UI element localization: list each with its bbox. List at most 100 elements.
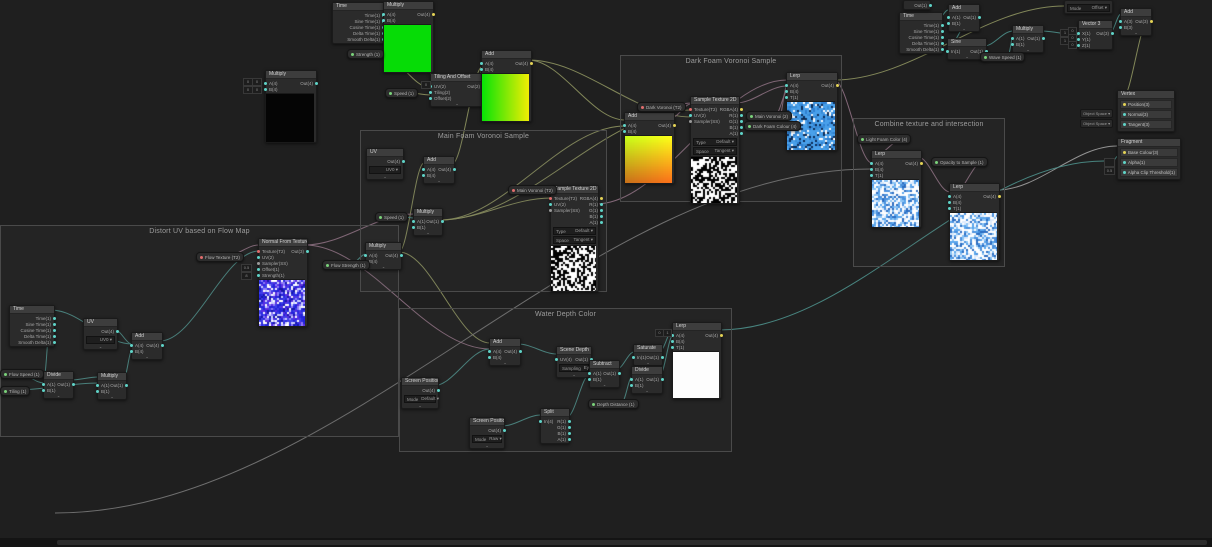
input-port[interactable]: B(3) <box>1119 24 1133 30</box>
stack-socket-dot[interactable] <box>1123 161 1126 164</box>
input-socket-dot[interactable] <box>623 123 626 127</box>
expand-chevron-icon[interactable]: ⌄ <box>110 394 114 399</box>
output-socket-dot[interactable] <box>441 219 444 223</box>
input-socket-dot[interactable] <box>257 249 260 253</box>
output-port[interactable]: Out(4) <box>905 160 923 166</box>
stack-port[interactable]: Base Colour(3) <box>1120 148 1178 157</box>
output-port[interactable]: Delta Time(1) <box>18 333 56 339</box>
output-socket-dot[interactable] <box>315 81 318 85</box>
input-port[interactable]: A(3) <box>1119 18 1133 24</box>
output-socket-dot[interactable] <box>740 125 744 129</box>
property-socket-dot[interactable] <box>861 137 864 141</box>
wire[interactable] <box>983 30 1014 47</box>
expand-chevron-icon[interactable]: ⌄ <box>572 372 576 377</box>
input-port[interactable]: B(1) <box>42 387 56 393</box>
output-port[interactable]: B(1) <box>580 213 604 219</box>
input-socket-dot[interactable] <box>257 267 260 271</box>
input-port[interactable]: A(4) <box>382 11 396 17</box>
output-port[interactable]: G(1) <box>720 118 744 124</box>
property-socket-dot[interactable] <box>351 52 354 56</box>
input-socket-dot[interactable] <box>948 200 951 204</box>
property-pill-depth-distance[interactable]: Depth Distance (1) <box>588 399 639 409</box>
output-port[interactable]: R(1) <box>580 201 604 207</box>
output-socket-dot[interactable] <box>1111 31 1114 35</box>
input-socket-dot[interactable] <box>1011 42 1014 46</box>
node-title[interactable]: Add <box>482 51 531 59</box>
output-port[interactable]: RGBA(4) <box>580 195 604 201</box>
output-socket-dot[interactable] <box>453 167 456 171</box>
input-port[interactable]: B(1) <box>1011 41 1025 47</box>
output-port[interactable]: Smooth Delta(1) <box>347 36 385 42</box>
output-port[interactable]: A(1) <box>580 219 604 225</box>
output-socket-dot[interactable] <box>53 334 56 338</box>
input-socket-dot[interactable] <box>549 208 552 212</box>
output-port[interactable]: RGBA(4) <box>720 106 744 112</box>
output-port[interactable]: Out(1) <box>1027 35 1045 41</box>
output-socket-dot[interactable] <box>306 249 309 253</box>
output-socket-dot[interactable] <box>978 15 981 19</box>
input-socket-dot[interactable] <box>870 167 873 171</box>
output-socket-dot[interactable] <box>740 113 744 117</box>
input-socket-dot[interactable] <box>689 119 692 123</box>
stack-socket-dot[interactable] <box>1123 171 1126 174</box>
input-port[interactable]: B(4) <box>488 354 502 360</box>
property-pill-light-foam-color[interactable]: Light Foam Color (4) <box>857 134 912 144</box>
input-port[interactable]: Z(1) <box>1077 42 1091 48</box>
input-socket-dot[interactable] <box>264 81 267 85</box>
property-pill-opacity-sample[interactable]: Opacity to Sample (1) <box>931 157 988 167</box>
property-socket-dot[interactable] <box>200 255 203 259</box>
stack-port[interactable]: Position(3) <box>1120 100 1172 109</box>
input-port[interactable]: X(1) <box>1077 30 1091 36</box>
input-port[interactable]: B(1) <box>947 20 961 26</box>
output-socket-dot[interactable] <box>530 61 533 65</box>
node-title[interactable]: UV <box>367 149 403 157</box>
node-title[interactable]: Divide <box>632 367 662 375</box>
input-socket-dot[interactable] <box>588 371 591 375</box>
output-socket-dot[interactable] <box>920 161 923 165</box>
expand-chevron-icon[interactable]: ⌄ <box>426 230 430 235</box>
input-socket-dot[interactable] <box>42 382 45 386</box>
node-title[interactable]: Divide <box>44 372 73 380</box>
node-title[interactable]: Time <box>10 306 54 314</box>
input-socket-dot[interactable] <box>632 355 635 359</box>
output-socket-dot[interactable] <box>1150 19 1153 23</box>
property-pill-flow-texture[interactable]: Flow Texture (T2) <box>196 252 244 262</box>
input-socket-dot[interactable] <box>1077 37 1080 41</box>
output-socket-dot[interactable] <box>590 357 593 361</box>
output-socket-dot[interactable] <box>400 253 403 257</box>
input-socket-dot[interactable] <box>422 167 425 171</box>
input-socket-dot[interactable] <box>480 67 483 71</box>
output-socket-dot[interactable] <box>125 383 128 387</box>
expand-chevron-icon[interactable]: ⌄ <box>645 388 649 393</box>
property-socket-dot[interactable] <box>641 105 644 109</box>
input-socket-dot[interactable] <box>785 89 788 93</box>
default-value-box[interactable]: 0 <box>421 81 431 89</box>
expand-chevron-icon[interactable]: ⌄ <box>98 344 103 349</box>
input-socket-dot[interactable] <box>946 49 949 53</box>
property-pill-speed-main[interactable]: Speed (1) <box>375 212 408 222</box>
input-socket-dot[interactable] <box>623 129 626 133</box>
default-value-box[interactable]: 0 <box>252 78 262 86</box>
output-port[interactable]: Out(3) <box>1096 30 1114 36</box>
output-port[interactable]: Out(4) <box>417 11 435 17</box>
node-title[interactable]: Lerp <box>673 323 721 331</box>
output-port[interactable]: B(1) <box>720 124 744 130</box>
input-socket-dot[interactable] <box>488 355 491 359</box>
output-port[interactable]: Out(1) <box>57 381 75 387</box>
input-socket-dot[interactable] <box>96 383 99 387</box>
